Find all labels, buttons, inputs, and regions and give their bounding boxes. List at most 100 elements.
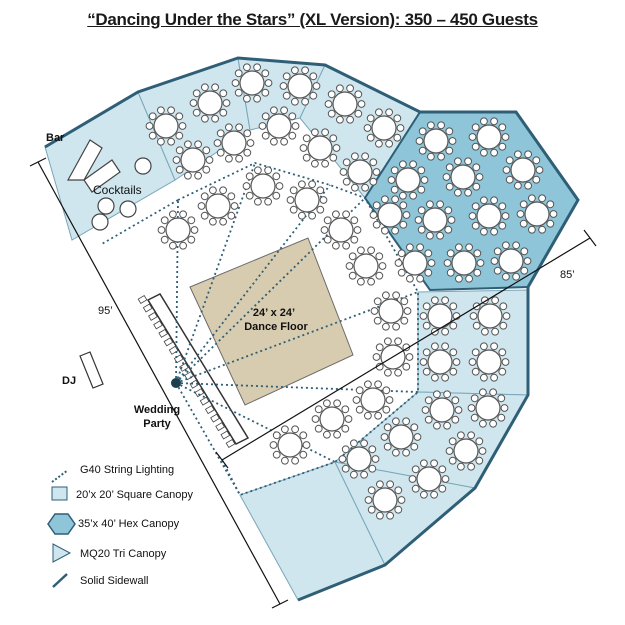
chair <box>302 134 311 143</box>
table-top <box>510 157 536 183</box>
chair <box>205 156 214 164</box>
chair <box>187 235 196 244</box>
chair <box>348 271 357 280</box>
chair <box>502 241 510 250</box>
chair <box>235 123 244 132</box>
chair <box>445 182 454 191</box>
chair <box>375 108 383 117</box>
chair <box>235 154 244 163</box>
chair <box>416 274 425 283</box>
head-chair <box>189 379 200 389</box>
legend-solid-sidewall-icon <box>52 573 68 588</box>
chair <box>468 358 477 366</box>
table-top <box>378 298 404 324</box>
head-chair <box>210 413 220 423</box>
chair <box>411 465 420 474</box>
chair <box>327 90 336 99</box>
chair <box>416 243 425 252</box>
chair <box>270 106 278 115</box>
chair <box>319 196 328 204</box>
chair <box>475 437 484 446</box>
dimension-85-label: 85’ <box>560 269 575 281</box>
chair <box>219 186 228 195</box>
chair <box>464 188 473 197</box>
chair <box>498 123 507 132</box>
table-top <box>477 303 503 329</box>
chair <box>327 109 336 118</box>
chair <box>372 168 381 176</box>
chair <box>499 321 508 330</box>
chair <box>314 424 323 433</box>
chair <box>357 100 366 108</box>
chair <box>323 235 332 244</box>
chair <box>514 181 522 190</box>
chair <box>157 226 166 234</box>
chair <box>382 386 391 395</box>
bar-label: Bar <box>46 132 65 144</box>
chair <box>399 220 408 229</box>
table-top <box>307 135 333 161</box>
chair <box>192 108 201 117</box>
chair <box>472 321 481 330</box>
chair <box>445 163 454 172</box>
table-top <box>416 466 442 492</box>
chair <box>375 343 384 352</box>
chair <box>213 139 222 147</box>
chair <box>391 195 400 204</box>
chair <box>264 166 273 175</box>
chair <box>175 165 184 174</box>
chair <box>421 406 430 414</box>
chair <box>350 470 358 479</box>
table-top <box>423 128 449 154</box>
chair <box>406 274 414 283</box>
chair <box>254 166 262 175</box>
table-top <box>332 91 358 117</box>
chair <box>230 202 239 210</box>
chair <box>424 396 433 405</box>
chair <box>348 252 357 261</box>
chair <box>172 156 181 164</box>
chair <box>417 206 426 215</box>
chair <box>321 159 330 168</box>
table-top <box>153 113 179 139</box>
chair <box>501 358 510 366</box>
table-top <box>453 438 479 464</box>
chair <box>467 431 476 440</box>
chair <box>320 226 329 234</box>
chair <box>370 307 379 315</box>
chair <box>272 172 281 181</box>
party-label: Party <box>143 418 171 430</box>
chair <box>409 160 418 169</box>
lighting-hub <box>171 378 181 388</box>
chair <box>354 90 363 99</box>
chair <box>264 197 273 206</box>
chair <box>519 219 528 228</box>
round-table <box>269 425 311 465</box>
round-table <box>490 241 532 281</box>
chair <box>200 192 209 201</box>
chair <box>380 433 389 441</box>
chair <box>333 399 342 408</box>
chair <box>175 146 184 155</box>
round-table <box>419 342 461 382</box>
lighting-perimeter <box>177 162 419 497</box>
chair <box>438 465 447 474</box>
table-top <box>287 73 313 99</box>
chair <box>190 226 199 234</box>
dj-label: DJ <box>62 375 76 387</box>
chair <box>394 337 403 346</box>
round-table <box>258 106 300 146</box>
chair <box>167 137 176 146</box>
chair <box>498 348 507 357</box>
dj-booth <box>79 351 104 389</box>
chair <box>192 89 201 98</box>
chair <box>489 388 498 397</box>
chair <box>470 394 479 403</box>
chair <box>352 396 361 404</box>
chair <box>160 216 169 225</box>
chair <box>433 390 441 399</box>
chair <box>399 191 407 200</box>
chair <box>448 137 457 145</box>
chair <box>512 241 520 250</box>
round-table <box>286 180 328 220</box>
